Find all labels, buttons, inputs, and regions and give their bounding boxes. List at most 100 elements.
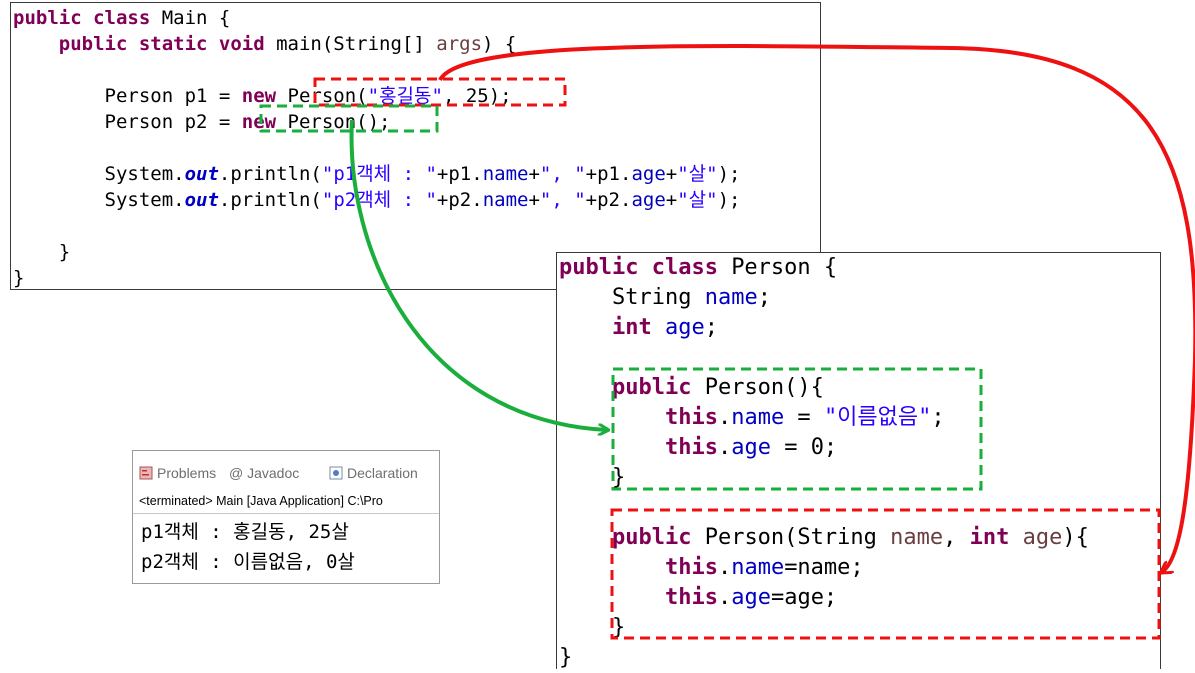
main-class-code-panel: public class Main { public static void m…: [10, 2, 821, 290]
code-token: }: [13, 267, 25, 289]
code-token: }: [559, 645, 573, 670]
code-token: +p2.: [585, 189, 632, 211]
console-output-line-1: p1객체 : 홍길동, 25살: [141, 521, 349, 543]
code-token: name: [482, 163, 529, 185]
code-token: Person();: [276, 111, 391, 133]
code-token: ;: [931, 405, 945, 430]
person-code-line-1: public class Person {: [559, 253, 837, 283]
person-code-line-3: int age;: [559, 313, 718, 343]
tab-javadoc-label: @ Javadoc: [229, 465, 300, 481]
code-token: );: [717, 189, 741, 211]
console-output-line-2: p2객체 : 이름없음, 0살: [141, 551, 355, 573]
code-token: age: [731, 435, 771, 460]
green-arrow: [349, 119, 607, 430]
code-token: new: [241, 111, 277, 133]
code-token: }: [559, 615, 626, 640]
code-token: name: [890, 525, 944, 550]
code-token: Person {: [731, 255, 838, 280]
main-code-line-4: Person p1 = new Person("홍길동", 25);: [13, 83, 512, 109]
tab-declaration[interactable]: Declaration: [329, 465, 418, 481]
code-token: "이름없음": [823, 405, 932, 430]
code-token: = 0;: [770, 435, 838, 460]
code-token: this: [559, 555, 718, 580]
tab-javadoc[interactable]: @ Javadoc: [229, 465, 299, 481]
code-token: public: [559, 375, 705, 400]
code-token: String: [559, 285, 705, 310]
code-token: main(String[]: [276, 33, 437, 55]
code-token: .: [717, 405, 732, 430]
code-token: this: [559, 405, 718, 430]
code-token: =: [784, 405, 824, 430]
code-token: name: [731, 555, 785, 580]
person-code-line-5: public Person(){: [559, 373, 824, 403]
person-code-line-7: this.age = 0;: [559, 433, 837, 463]
code-token: age: [631, 163, 666, 185]
code-token: .: [717, 585, 732, 610]
code-token: int: [559, 315, 665, 340]
code-token: +p1.: [436, 163, 483, 185]
code-token: args: [436, 33, 483, 55]
green-highlight-box-constructor: [611, 367, 983, 491]
person-code-line-14: }: [559, 643, 572, 673]
code-token: +: [665, 189, 678, 211]
tab-problems[interactable]: Problems: [139, 465, 216, 481]
code-token: out: [184, 163, 219, 185]
person-code-line-8: }: [559, 463, 625, 493]
code-token: name: [731, 405, 785, 430]
red-highlight-box-constructor: [610, 508, 1161, 640]
code-token: "살": [677, 189, 718, 211]
main-code-line-1: public class Main {: [13, 5, 230, 31]
code-token: );: [717, 163, 741, 185]
main-code-line-2: public static void main(String[] args) {: [13, 31, 517, 57]
code-token: age: [631, 189, 666, 211]
code-token: Person p1 =: [13, 85, 242, 107]
code-token: System.: [13, 163, 185, 185]
person-code-line-6: this.name = "이름없음";: [559, 403, 945, 433]
code-token: Person(String: [704, 525, 891, 550]
code-token: ,: [943, 525, 970, 550]
code-token: public class: [559, 255, 732, 280]
code-token: "홍길동": [367, 85, 443, 107]
code-token: ", ": [539, 163, 586, 185]
code-token: }: [559, 465, 626, 490]
red-highlight-box-call: [313, 77, 567, 107]
code-token: +: [528, 189, 540, 211]
code-token: age: [731, 585, 771, 610]
main-code-line-11: }: [13, 265, 24, 291]
code-token: out: [184, 189, 219, 211]
person-code-line-13: }: [559, 613, 625, 643]
code-token: ", ": [539, 189, 586, 211]
code-token: public static void: [13, 33, 277, 55]
problems-icon: [139, 466, 153, 480]
console-divider: [133, 513, 439, 514]
code-token: ) {: [482, 33, 517, 55]
code-token: Person p2 =: [13, 111, 242, 133]
code-token: .println(: [218, 163, 322, 185]
code-token: this: [559, 585, 718, 610]
code-token: =name;: [784, 555, 864, 580]
code-token: ;: [757, 285, 771, 310]
code-token: Main {: [161, 7, 231, 29]
code-token: +: [665, 163, 678, 185]
code-token: age: [664, 315, 705, 340]
code-token: ){: [1062, 525, 1089, 550]
code-token: , 25);: [442, 85, 512, 107]
code-token: "p1객체 : ": [321, 163, 437, 185]
code-token: +p1.: [585, 163, 632, 185]
code-token: .println(: [218, 189, 322, 211]
declaration-icon: [329, 466, 343, 480]
code-token: Person(: [276, 85, 368, 107]
red-arrow: [438, 44, 1195, 572]
code-token: +: [528, 163, 540, 185]
code-token: .: [717, 435, 732, 460]
code-token: int: [969, 525, 1023, 550]
main-code-line-5: Person p2 = new Person();: [13, 109, 391, 135]
code-token: age: [1022, 525, 1063, 550]
code-token: public class: [13, 7, 162, 29]
console-panel: Problems @ Javadoc Declaration <terminat…: [132, 450, 440, 584]
code-token: .: [717, 555, 732, 580]
code-token: System.: [13, 189, 185, 211]
code-token: public: [559, 525, 705, 550]
code-token: new: [241, 85, 277, 107]
main-code-line-10: }: [13, 239, 70, 265]
